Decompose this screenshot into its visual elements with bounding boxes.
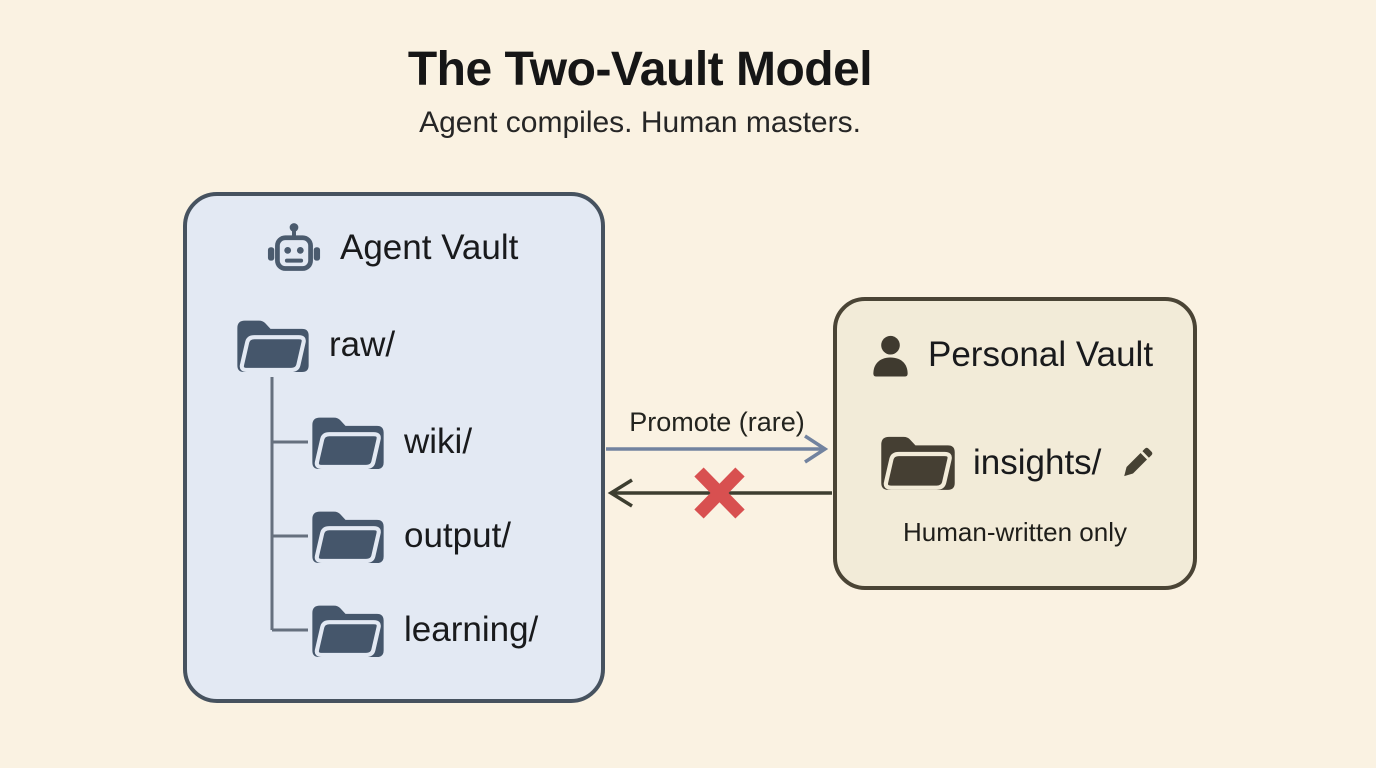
personal-vault-label: Personal Vault: [928, 335, 1154, 374]
red-x-icon: [694, 467, 745, 519]
tree-item-root: raw/: [233, 313, 395, 377]
folder-open-icon: [308, 411, 388, 474]
folder-label: raw/: [329, 325, 396, 364]
folder-open-icon: [308, 505, 388, 568]
page-title: The Two-Vault Model: [407, 43, 873, 96]
folder-open-icon: [877, 430, 959, 495]
pencil-icon: [1117, 443, 1157, 483]
tree-item: learning/: [308, 598, 538, 662]
personal-vault-header: Personal Vault: [867, 331, 1153, 379]
tree-item: output/: [308, 504, 511, 568]
personal-vault-note: Human-written only: [903, 517, 1127, 547]
folder-label: output/: [404, 516, 512, 555]
folder-label: insights/: [973, 442, 1102, 482]
folder-label: wiki/: [404, 422, 473, 461]
agent-vault-header: Agent Vault: [264, 219, 518, 277]
promote-arrow: [606, 434, 829, 464]
reverse-arrow: [607, 478, 832, 508]
page-subtitle: Agent compiles. Human masters.: [419, 105, 861, 139]
agent-vault-label: Agent Vault: [340, 228, 519, 267]
diagram-header: The Two-Vault Model Agent compiles. Huma…: [0, 43, 1280, 141]
person-icon: [867, 332, 914, 379]
tree-item: wiki/: [308, 410, 472, 474]
folder-label: learning/: [404, 610, 539, 649]
insights-folder-row: insights/: [877, 430, 1157, 495]
robot-icon: [264, 220, 324, 276]
folder-open-icon: [308, 599, 388, 662]
promote-arrow-label: Promote (rare): [629, 407, 805, 437]
folder-open-icon: [233, 314, 313, 377]
agent-vault-box: [183, 192, 605, 703]
